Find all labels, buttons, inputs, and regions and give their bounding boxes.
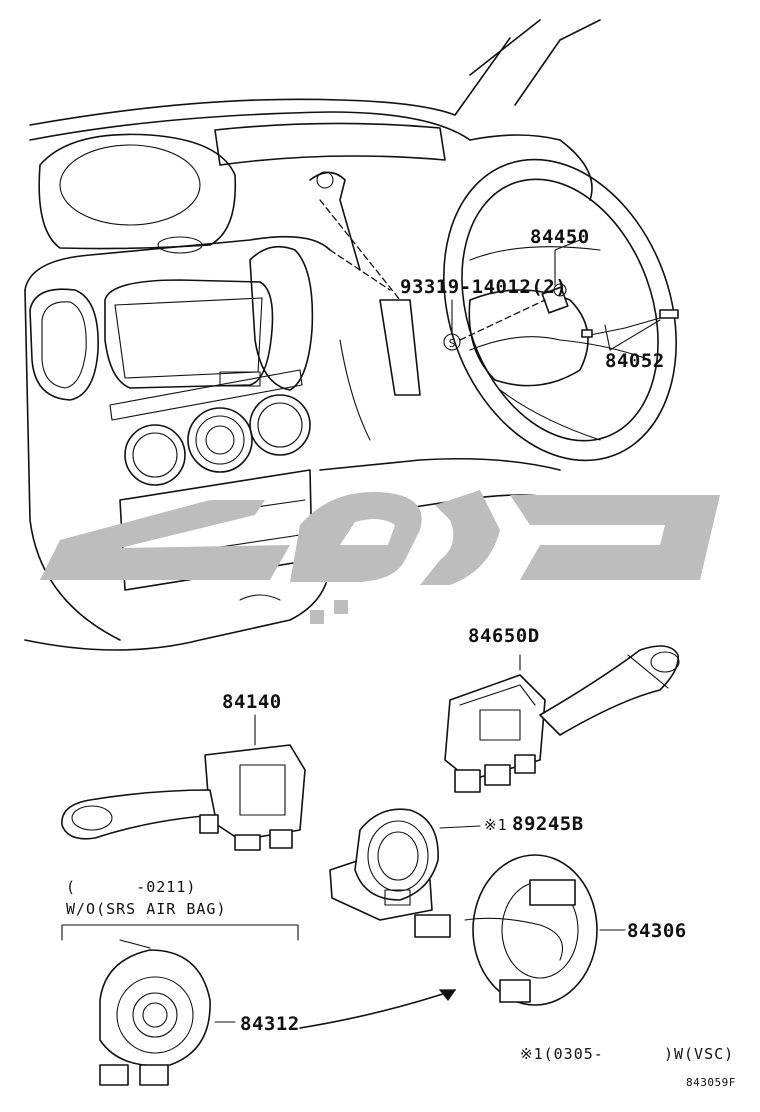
- part-84140-illustration: [61, 714, 306, 851]
- part-89245b-illustration: [329, 808, 481, 921]
- dashboard-illustration: S: [24, 19, 679, 651]
- part-84312-illustration: [99, 939, 236, 1086]
- part-number-84650d[interactable]: 84650D: [468, 625, 540, 647]
- part-84306-illustration: [414, 854, 626, 1006]
- replacement-arrow: [299, 989, 457, 1029]
- watermark-logo: [40, 490, 720, 624]
- part-number-84306[interactable]: 84306: [627, 920, 687, 942]
- wo-srs-airbag-note: W/O(SRS AIR BAG): [66, 900, 227, 918]
- date-range-note: ( -0211): [66, 878, 197, 896]
- note-marker-1: ※1: [484, 816, 508, 834]
- part-number-84450[interactable]: 84450: [530, 226, 590, 248]
- drawing-id: 843059F: [686, 1076, 736, 1089]
- wo-srs-bracket: [61, 924, 299, 941]
- part-number-84312[interactable]: 84312: [240, 1013, 300, 1035]
- svg-text:S: S: [449, 337, 456, 350]
- part-number-93319-14012[interactable]: 93319-14012(2): [400, 276, 568, 298]
- part-84650d-illustration: [444, 645, 680, 793]
- part-number-84052[interactable]: 84052: [605, 350, 665, 372]
- part-number-89245b[interactable]: 89245B: [512, 813, 584, 835]
- part-number-84140[interactable]: 84140: [222, 691, 282, 713]
- footnote-vsc: ※1(0305- )W(VSC): [520, 1045, 735, 1063]
